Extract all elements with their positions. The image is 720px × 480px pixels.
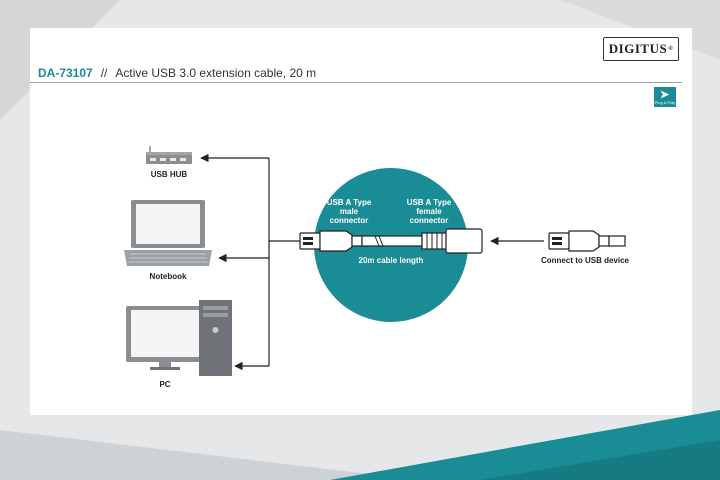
notebook-icon: [124, 200, 212, 266]
brand-logo: DIGITUS®: [603, 37, 679, 61]
model-number: DA-73107: [38, 66, 93, 80]
connect-device-label: Connect to USB device: [540, 256, 629, 265]
plug-and-play-label: Plug & Play: [654, 100, 676, 105]
registered-mark: ®: [668, 46, 674, 52]
male-plug-icon: [299, 232, 321, 250]
male-label-line3: connector: [329, 216, 369, 225]
male-label-line2: male: [339, 207, 359, 216]
female-socket-icon: [445, 228, 483, 254]
product-title: Active USB 3.0 extension cable, 20 m: [115, 66, 317, 80]
notebook-label: Notebook: [149, 272, 187, 281]
female-connector-label: USB A Type female connector: [398, 198, 460, 225]
device-usb-plug-icon: [548, 230, 626, 252]
title-separator: //: [100, 66, 108, 80]
male-connector-label: USB A Type male connector: [318, 198, 380, 225]
female-label-line3: connector: [409, 216, 449, 225]
pc-icon: [126, 300, 232, 376]
cable-length-label: 20m cable length: [358, 256, 424, 265]
connection-lines: [200, 153, 544, 371]
page-title: DA-73107 // Active USB 3.0 extension cable…: [38, 66, 316, 80]
usb-hub-label: USB HUB: [150, 170, 188, 179]
plug-and-play-badge: ➤ Plug & Play: [654, 87, 676, 107]
cable-body: [361, 235, 423, 247]
female-label-line2: female: [416, 207, 442, 216]
bg-shape-bottom-left: [0, 430, 420, 480]
extension-cable-icon: [299, 228, 483, 254]
male-label-line1: USB A Type: [326, 198, 372, 207]
usb-hub-icon: [146, 146, 192, 164]
female-label-line1: USB A Type: [406, 198, 452, 207]
bg-shape-teal-dark: [480, 440, 720, 480]
play-arrow-icon: ➤: [660, 89, 670, 101]
header-divider: [30, 82, 682, 83]
brand-logo-text: DIGITUS: [608, 41, 668, 56]
pc-label: PC: [159, 380, 171, 389]
